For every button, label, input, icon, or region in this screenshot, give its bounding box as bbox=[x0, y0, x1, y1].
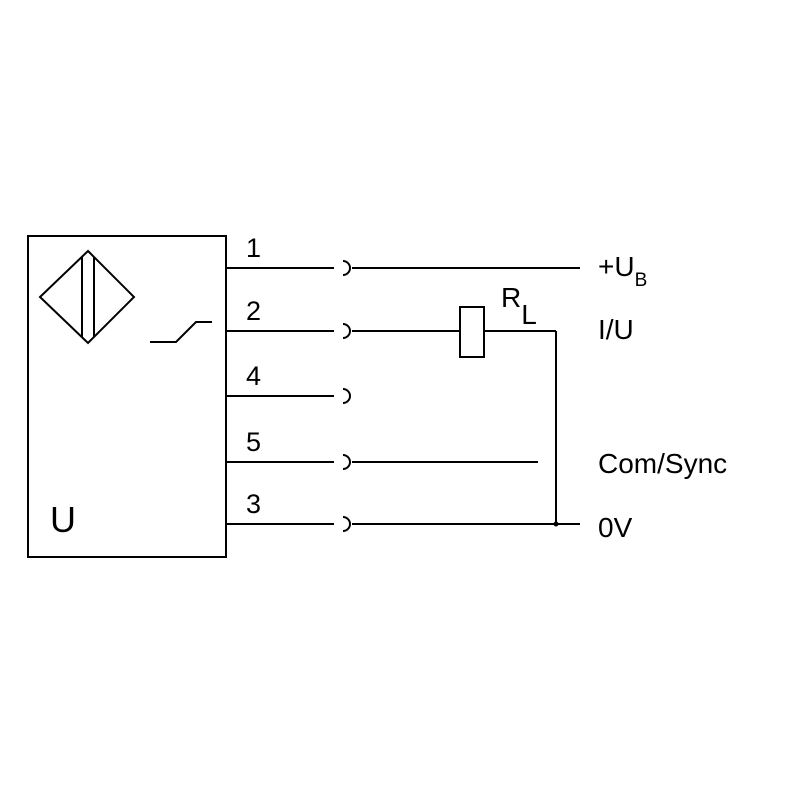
sensor-diamond-icon bbox=[38, 249, 136, 345]
pin-5-number: 5 bbox=[246, 427, 261, 457]
pin-1-signal: +UB bbox=[598, 251, 647, 291]
pin-4-line bbox=[226, 388, 351, 404]
pin-1-number: 1 bbox=[246, 233, 261, 263]
pin-4-number: 4 bbox=[246, 361, 261, 391]
pin-3-number: 3 bbox=[246, 489, 261, 519]
pin-3-signal: 0V bbox=[598, 512, 633, 543]
load-label: RL bbox=[501, 282, 537, 330]
sensor-label: U bbox=[50, 499, 76, 540]
pin-1-signal-main: +U bbox=[598, 251, 635, 282]
pin-2-number: 2 bbox=[246, 296, 261, 326]
pin-2-line bbox=[226, 323, 556, 339]
load-label-main: R bbox=[501, 282, 521, 313]
pin-3-line bbox=[226, 516, 580, 532]
pin-5-line bbox=[226, 454, 538, 470]
pin-2-signal: I/U bbox=[598, 314, 634, 345]
pin-1-signal-sub: B bbox=[635, 270, 648, 291]
load-resistor bbox=[459, 306, 485, 358]
pin-1-line bbox=[226, 260, 580, 276]
load-label-sub: L bbox=[521, 299, 537, 330]
pin-5-signal: Com/Sync bbox=[598, 448, 727, 479]
switch-output-icon bbox=[150, 321, 212, 343]
